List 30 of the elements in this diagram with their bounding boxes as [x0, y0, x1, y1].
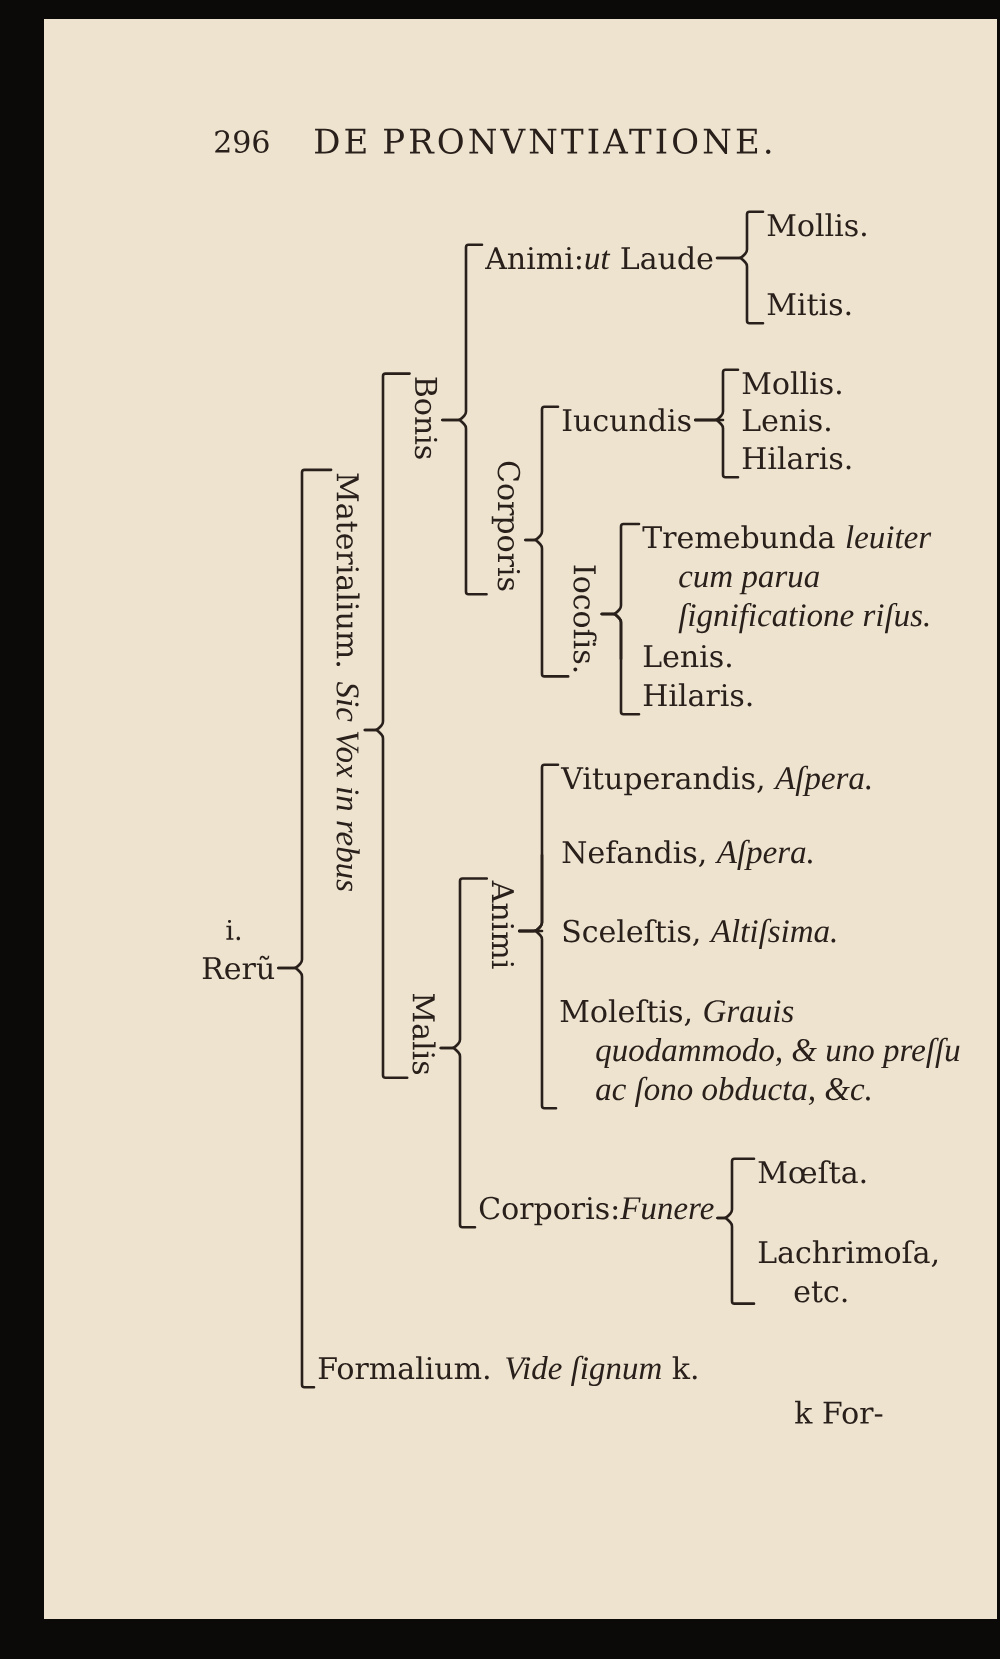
- brace-line: [524, 538, 570, 678]
- term-label: Hilaris.: [742, 446, 851, 470]
- rotated-term-label: Animi: [491, 880, 515, 969]
- term-label: Sceleſtis, Altiſsima.: [563, 918, 836, 950]
- term-label: Mollis.: [742, 371, 841, 395]
- rotated-term-label: Iocoſis.: [573, 565, 597, 672]
- signature-mark: i.: [226, 919, 241, 941]
- term-label: Mollis.: [767, 213, 866, 237]
- term-label: Corporis:Funere: [479, 1196, 714, 1226]
- page-number: 296: [215, 130, 269, 153]
- term-label: Nefandis, Aſpera.: [562, 839, 812, 871]
- catchword: k For-: [795, 1400, 883, 1424]
- term-label: Lenis.: [742, 408, 830, 432]
- note-text: Tremebunda leuiter cum parua ſignificatione riſus.: [642, 525, 932, 634]
- term-label: Iucundis: [562, 408, 691, 432]
- term-label: Vituperandis, Aſpera.: [560, 765, 871, 797]
- note-text: Moleſtis, Grauis quodammodo, & uno preſſu ac ſono obducta, &c.: [560, 999, 960, 1108]
- term-label: Formalium. Vide ſignum k.: [318, 1355, 697, 1387]
- running-head: DE PRONVNTIATIONE.: [315, 128, 771, 154]
- note-text: Lachrimoſa, etc.: [758, 1240, 938, 1303]
- term-label: Animi:ut Laude: [485, 246, 713, 270]
- term-label: Lenis.: [643, 644, 731, 668]
- term-label: Mitis.: [767, 292, 851, 316]
- rotated-term-label: Materialium. Sic Vox in rebus: [336, 473, 360, 892]
- rotated-term-label: Bonis: [414, 377, 438, 459]
- rotated-term-label: Malis: [412, 993, 436, 1075]
- term-label: Hilaris.: [643, 683, 752, 707]
- term-label: Rerũ: [202, 955, 275, 980]
- rotated-term-label: Corporis: [491, 461, 521, 591]
- term-label: Mœſta.: [758, 1160, 866, 1184]
